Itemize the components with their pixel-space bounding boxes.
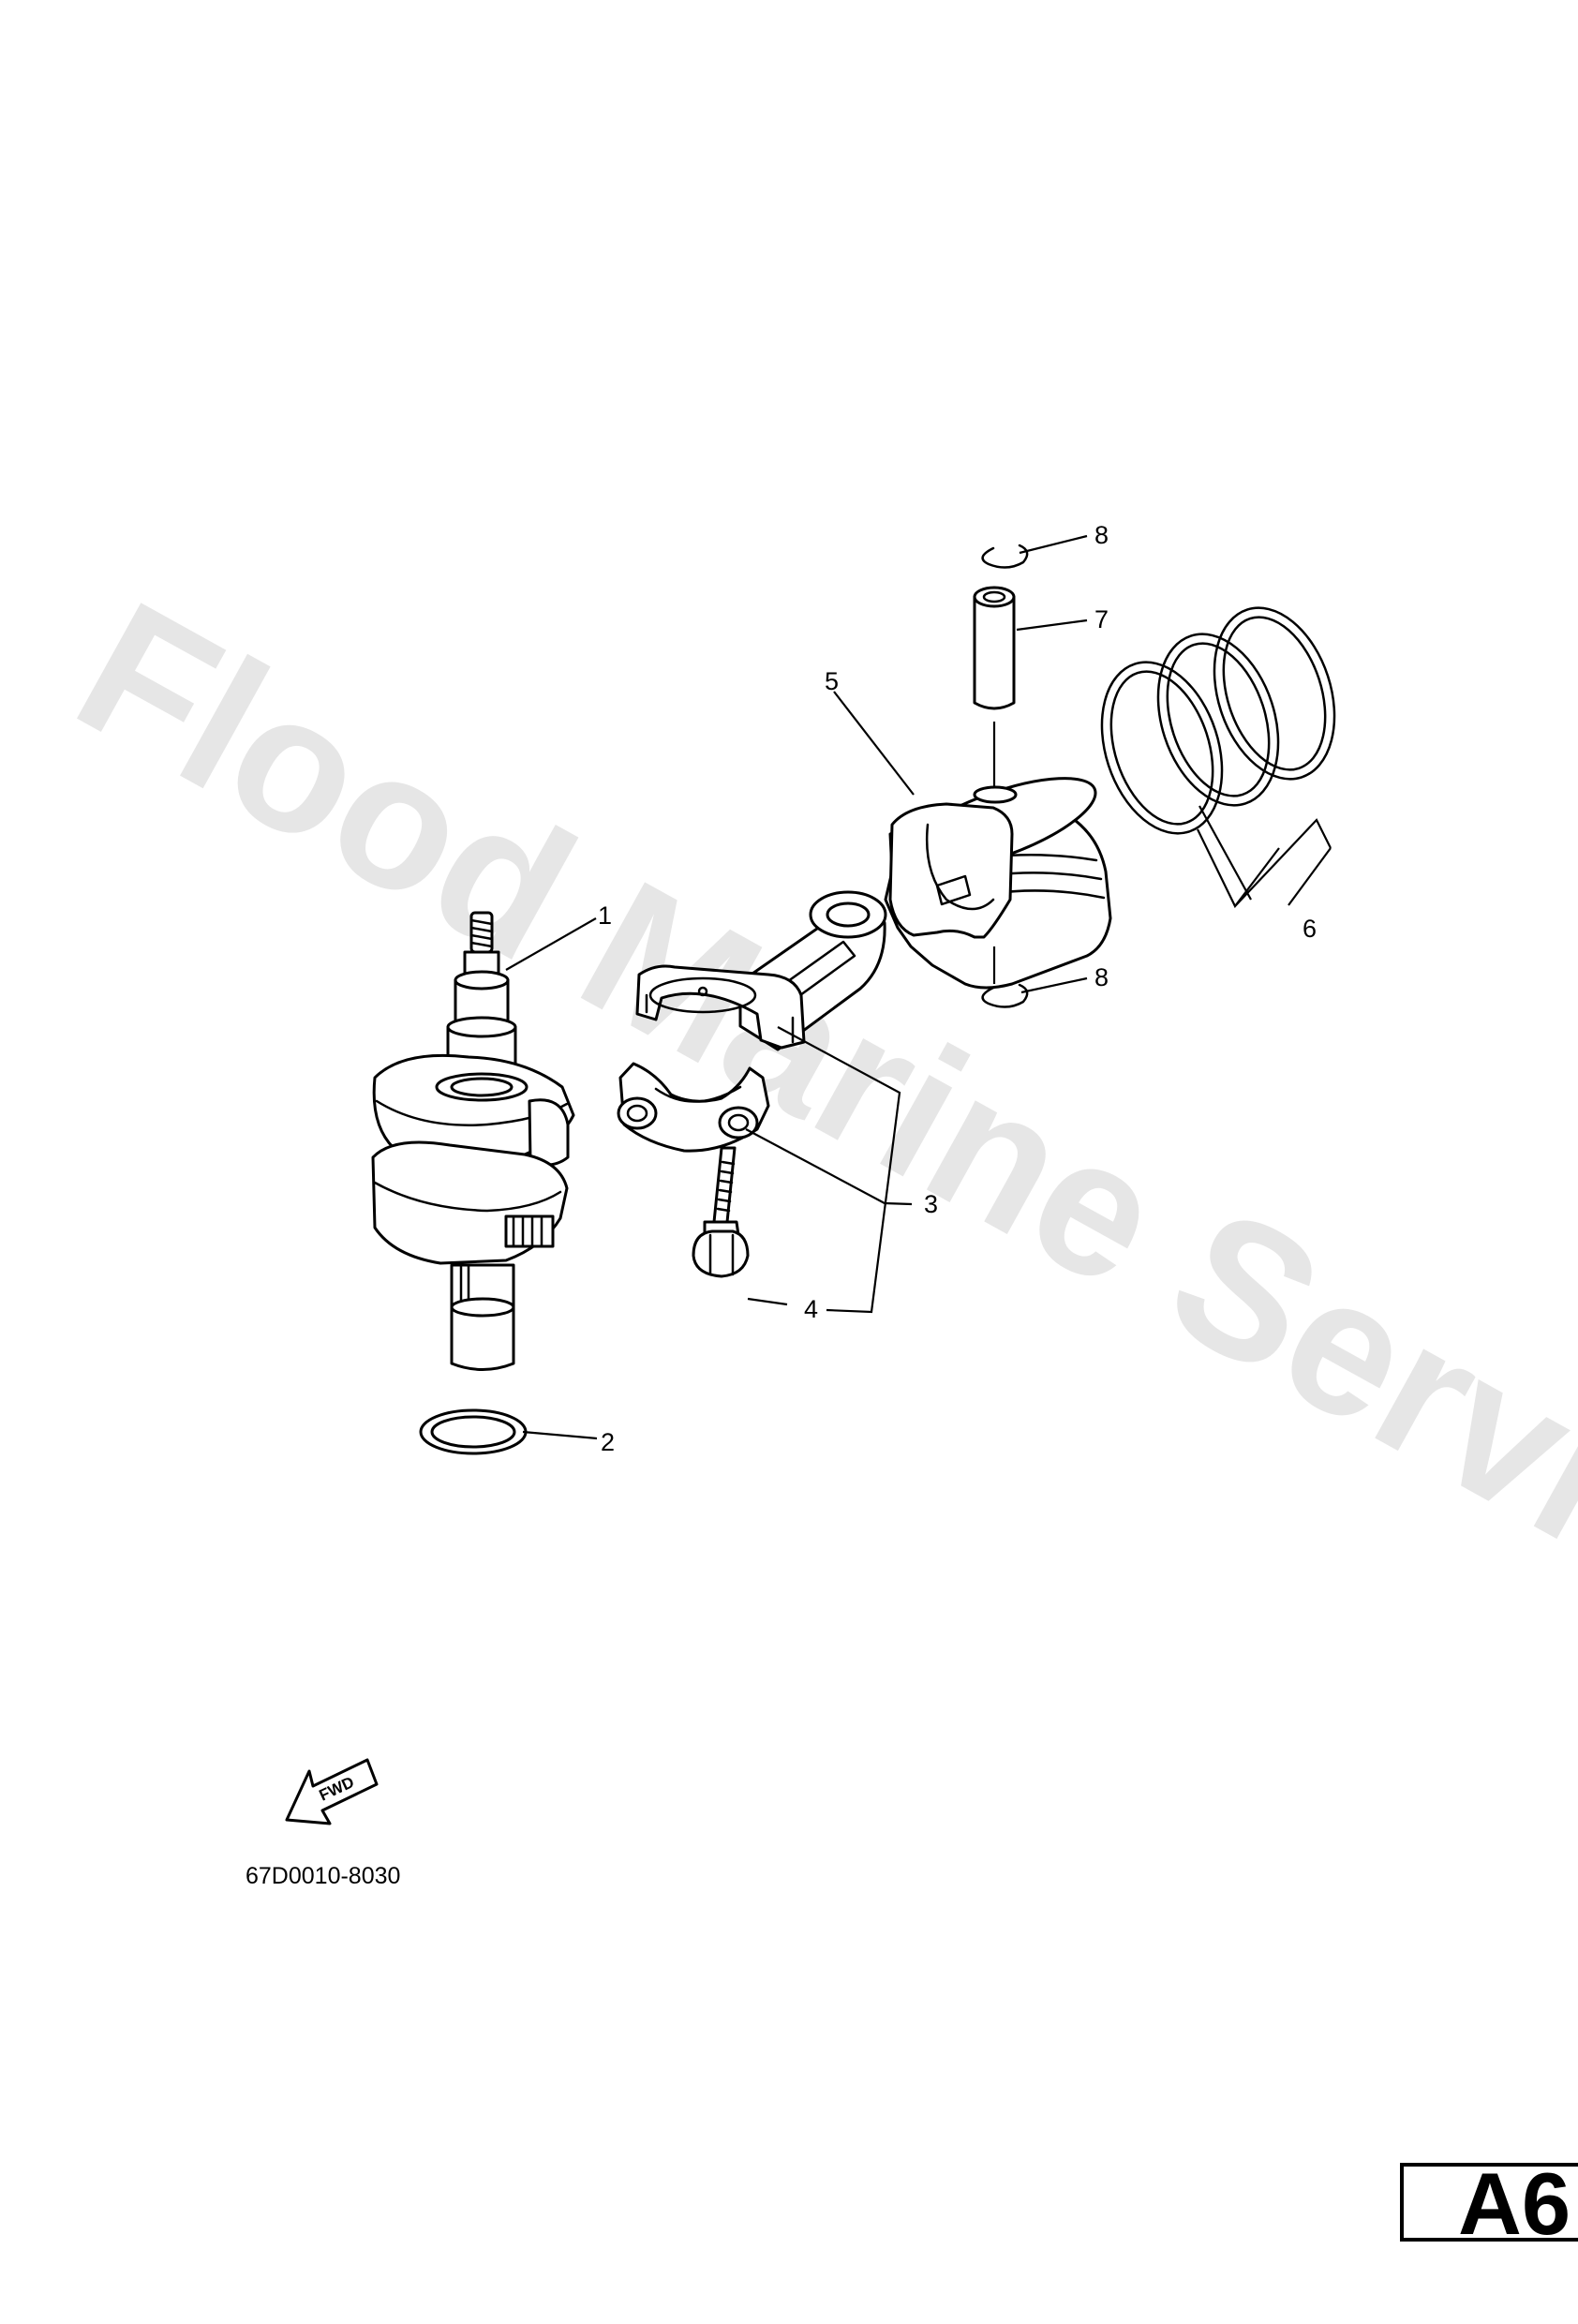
crankshaft <box>371 911 575 1371</box>
callout-5: 5 <box>825 667 839 695</box>
circlip-top <box>981 544 1029 569</box>
watermark: Flood Marine Services <box>46 560 1578 1736</box>
callout-7: 7 <box>1094 605 1109 633</box>
washer <box>419 1408 528 1455</box>
page-label-box: A6 <box>1400 2154 1578 2253</box>
callout-3: 3 <box>924 1190 938 1218</box>
piston-pin <box>973 586 1016 710</box>
piston <box>884 777 1112 990</box>
callout-6: 6 <box>1303 915 1317 943</box>
callout-8-bottom: 8 <box>1094 963 1109 991</box>
connecting-rod <box>635 890 887 1051</box>
piston-rings <box>1100 606 1336 835</box>
callout-4: 4 <box>804 1295 818 1323</box>
callout-8-top: 8 <box>1094 521 1109 549</box>
callout-2: 2 <box>601 1428 615 1456</box>
callout-1: 1 <box>598 901 612 930</box>
forward-arrow-icon: FWD <box>285 1758 379 1825</box>
leader-lines <box>505 534 1332 1440</box>
diagram-code: 67D0010-8030 <box>246 1863 400 1889</box>
connecting-rod-cap <box>617 1062 770 1153</box>
bolt <box>692 1146 750 1278</box>
page-label: A6 <box>1458 2154 1571 2253</box>
